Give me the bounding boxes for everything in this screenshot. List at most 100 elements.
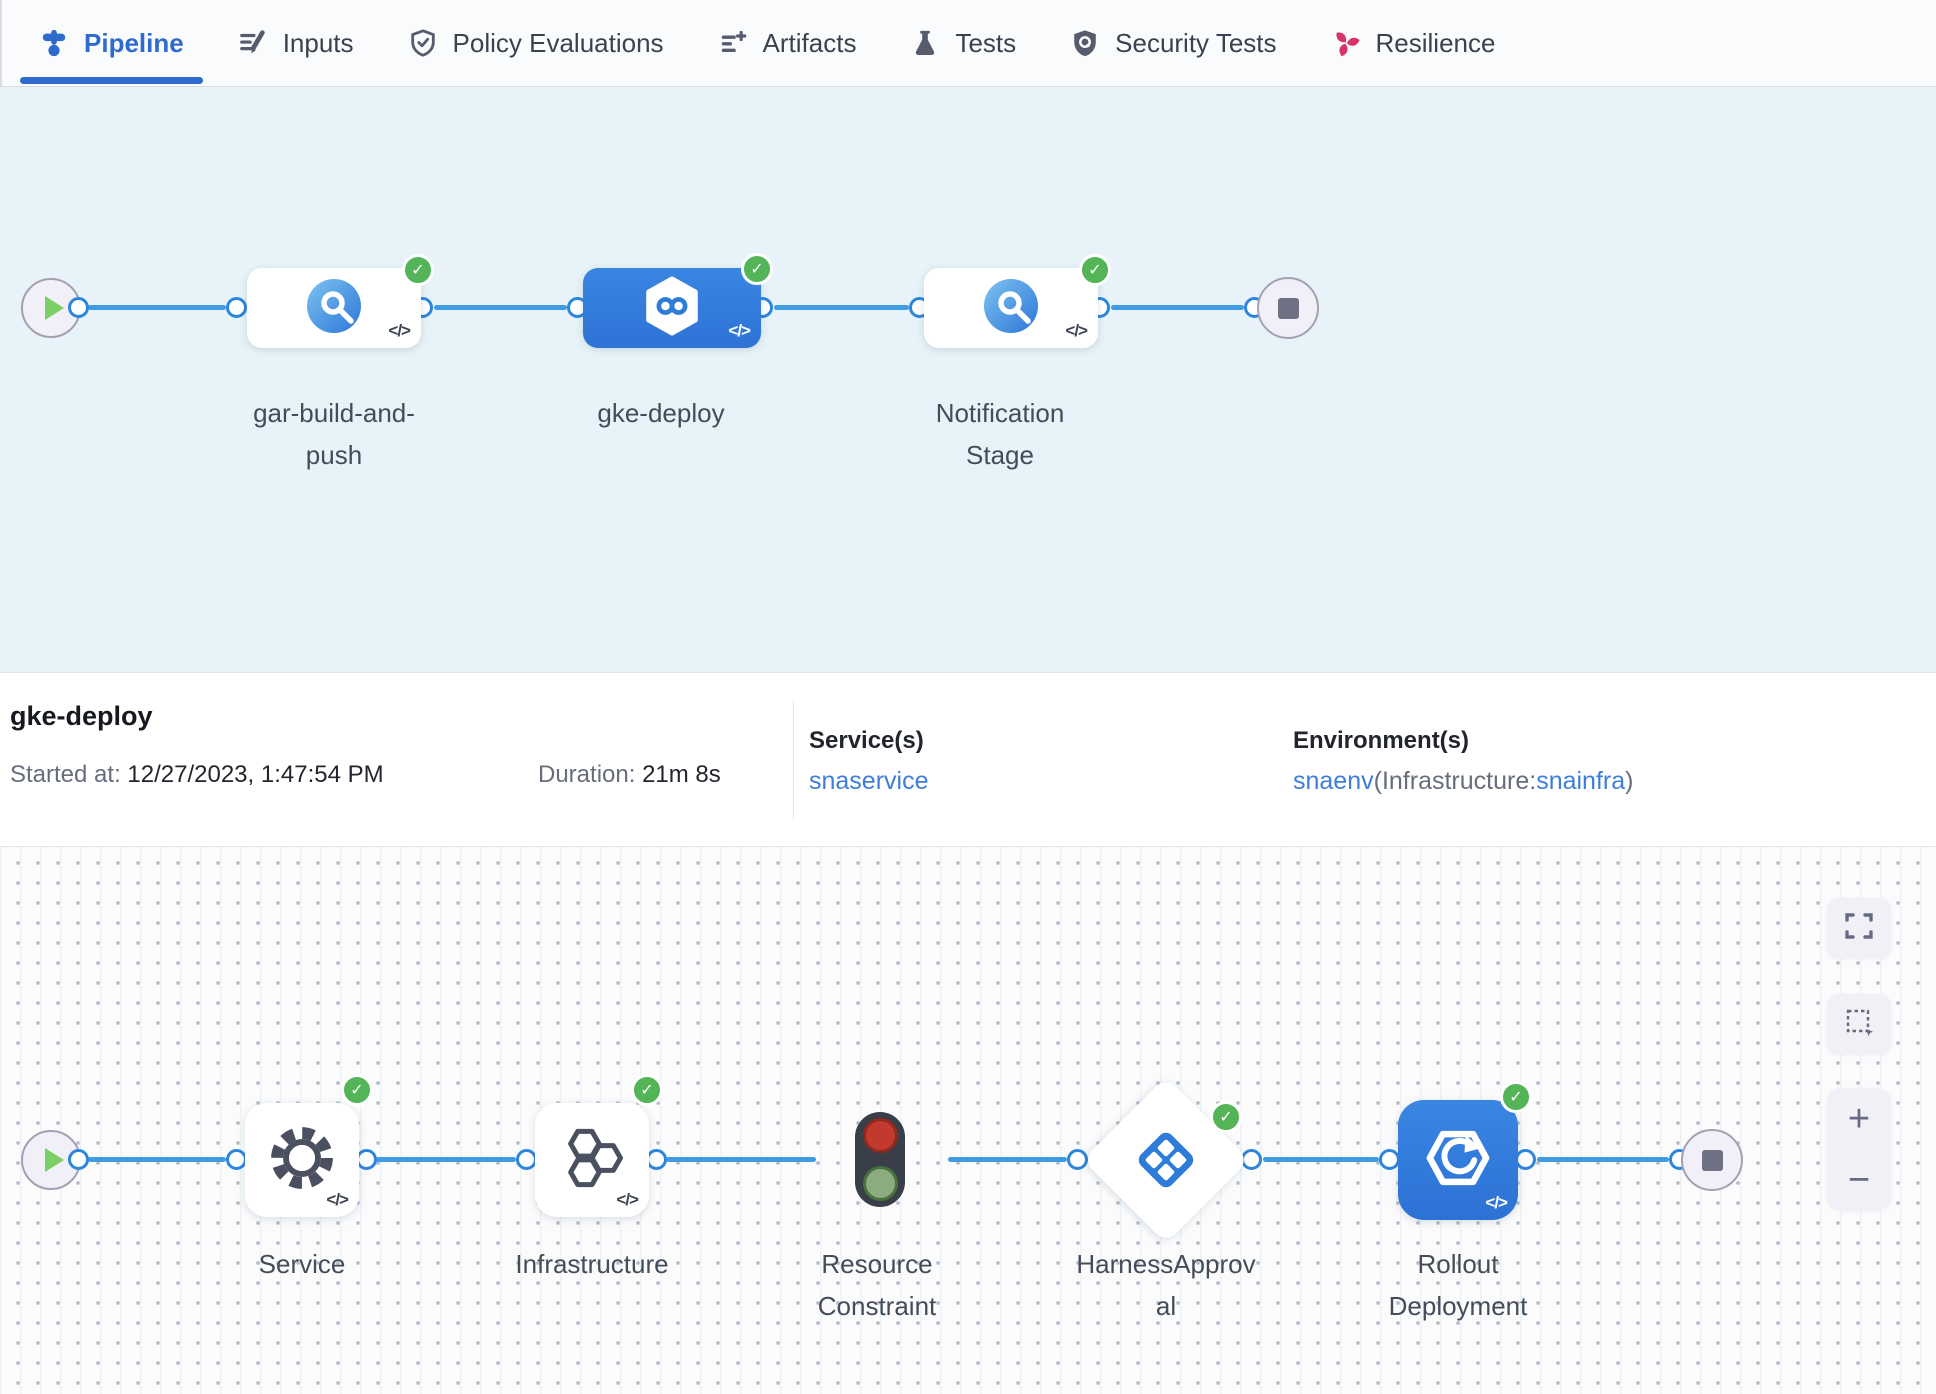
environments-label: Environment(s) bbox=[1293, 727, 1470, 754]
step-label[interactable]: Infrastructure bbox=[515, 1249, 669, 1279]
connector-port bbox=[68, 1149, 89, 1170]
stage-label[interactable]: gke-deploy bbox=[597, 398, 725, 428]
red-light-icon bbox=[862, 1118, 898, 1153]
stage-graph-canvas[interactable]: </> ✓ </> ✓ </> ✓ gar-build-and-push gke… bbox=[0, 87, 1936, 672]
step-yaml-glyph: </> bbox=[326, 1190, 349, 1209]
environments-block: Environment(s) snaenv(Infrastructure:sna… bbox=[1293, 727, 1633, 796]
step-node-infrastructure[interactable]: </> bbox=[535, 1103, 649, 1217]
connector-port bbox=[646, 1149, 667, 1170]
list-plus-icon bbox=[718, 28, 748, 58]
step-label[interactable]: Resource Constraint bbox=[817, 1249, 937, 1321]
step-graph-canvas[interactable]: </> ✓ </> ✓ ✓ </> bbox=[0, 847, 1936, 1394]
success-check-badge: ✓ bbox=[1500, 1081, 1532, 1113]
connector-port bbox=[1515, 1149, 1536, 1170]
stage-summary-bar: gke-deploy Started at: 12/27/2023, 1:47:… bbox=[0, 672, 1936, 847]
success-check-badge: ✓ bbox=[1210, 1101, 1242, 1133]
connector-port bbox=[68, 297, 89, 318]
step-label[interactable]: Rollout Deployment bbox=[1388, 1249, 1528, 1321]
services-block: Service(s) snaservice bbox=[809, 727, 929, 796]
step-node-service[interactable]: </> bbox=[245, 1103, 359, 1217]
stage-title: gke-deploy bbox=[10, 701, 153, 731]
pipeline-end-node bbox=[1257, 277, 1319, 339]
hexagons-icon bbox=[554, 1120, 630, 1201]
success-check-badge: ✓ bbox=[631, 1074, 663, 1106]
tab-label: Policy Evaluations bbox=[452, 27, 664, 58]
tab-label: Security Tests bbox=[1115, 27, 1277, 58]
zoom-controls: + − bbox=[1827, 1088, 1891, 1210]
step-node-resource-constraint[interactable] bbox=[855, 1112, 905, 1207]
security-shield-icon bbox=[1070, 28, 1100, 58]
marquee-select-icon bbox=[1843, 1006, 1875, 1043]
play-icon bbox=[44, 296, 64, 320]
success-check-badge: ✓ bbox=[402, 254, 434, 286]
infrastructure-prefix: (Infrastructure: bbox=[1373, 767, 1537, 795]
step-label[interactable]: Service bbox=[258, 1249, 346, 1279]
tab-label: Artifacts bbox=[762, 27, 857, 58]
service-link[interactable]: snaservice bbox=[809, 767, 929, 795]
tab-label: Inputs bbox=[282, 27, 354, 58]
zoom-out-button[interactable]: − bbox=[1847, 1158, 1871, 1201]
tab-inputs[interactable]: Inputs bbox=[211, 0, 381, 86]
duration: Duration: 21m 8s bbox=[538, 761, 721, 789]
stage-node-gke-deploy[interactable]: </> bbox=[583, 268, 761, 348]
tab-policy-evaluations[interactable]: Policy Evaluations bbox=[381, 0, 691, 86]
tab-label: Tests bbox=[955, 27, 1017, 58]
started-label: Started at: bbox=[10, 761, 121, 788]
connector-port bbox=[516, 1149, 537, 1170]
tab-label: Pipeline bbox=[84, 27, 184, 58]
fullscreen-icon bbox=[1843, 910, 1875, 947]
flask-icon bbox=[910, 28, 940, 58]
success-check-badge: ✓ bbox=[1079, 254, 1111, 286]
gear-icon bbox=[264, 1120, 340, 1201]
select-region-button[interactable] bbox=[1827, 994, 1891, 1054]
stage-node-gar-build-and-push[interactable]: </> bbox=[247, 268, 421, 348]
shield-check-icon bbox=[408, 28, 438, 58]
step-node-rollout-deployment[interactable]: </> bbox=[1398, 1100, 1518, 1220]
success-check-badge: ✓ bbox=[341, 1074, 373, 1106]
zoom-in-button[interactable]: + bbox=[1847, 1097, 1871, 1140]
stop-icon bbox=[1701, 1149, 1723, 1171]
connector-line bbox=[1263, 1157, 1379, 1162]
step-node-harness-approval[interactable] bbox=[1082, 1076, 1250, 1244]
tab-label: Resilience bbox=[1375, 27, 1496, 58]
step-yaml-glyph: </> bbox=[1485, 1193, 1508, 1212]
stage-yaml-glyph: </> bbox=[728, 321, 751, 340]
connector-line bbox=[666, 1157, 816, 1162]
infrastructure-link[interactable]: snainfra bbox=[1536, 767, 1626, 795]
rollout-icon bbox=[1419, 1119, 1497, 1202]
step-label[interactable]: HarnessApproval bbox=[1076, 1249, 1256, 1321]
stop-icon bbox=[1277, 297, 1299, 319]
tab-artifacts[interactable]: Artifacts bbox=[691, 0, 884, 86]
tab-pipeline[interactable]: Pipeline bbox=[12, 0, 211, 86]
fullscreen-button[interactable] bbox=[1827, 898, 1891, 958]
custom-stage-icon bbox=[982, 277, 1040, 340]
connector-line bbox=[774, 305, 909, 310]
connector-line bbox=[376, 1157, 516, 1162]
connector-port bbox=[1067, 1149, 1088, 1170]
stage-label[interactable]: gar-build-and-push bbox=[253, 398, 415, 470]
play-icon bbox=[44, 1148, 64, 1172]
connector-line bbox=[1111, 305, 1244, 310]
inputs-icon bbox=[238, 28, 268, 58]
ci-stage-icon bbox=[305, 277, 363, 340]
tab-security-tests[interactable]: Security Tests bbox=[1043, 0, 1303, 86]
duration-value: 21m 8s bbox=[642, 761, 721, 788]
divider bbox=[793, 701, 794, 819]
started-at: Started at: 12/27/2023, 1:47:54 PM bbox=[10, 761, 384, 789]
connector-line bbox=[434, 305, 567, 310]
connector-line bbox=[88, 305, 226, 310]
execution-tab-bar: Pipeline Inputs Policy Evaluations Artif… bbox=[0, 0, 1936, 87]
tab-tests[interactable]: Tests bbox=[883, 0, 1043, 86]
connector-port bbox=[226, 1149, 247, 1170]
stage-node-notification-stage[interactable]: </> bbox=[924, 268, 1098, 348]
started-value: 12/27/2023, 1:47:54 PM bbox=[127, 761, 384, 788]
infrastructure-suffix: ) bbox=[1625, 767, 1634, 795]
tab-resilience[interactable]: Resilience bbox=[1304, 0, 1523, 86]
pipeline-icon bbox=[39, 28, 69, 58]
environment-link[interactable]: snaenv bbox=[1293, 767, 1374, 795]
duration-label: Duration: bbox=[538, 761, 636, 788]
connector-port bbox=[356, 1149, 377, 1170]
stage-yaml-glyph: </> bbox=[388, 321, 411, 340]
connector-line bbox=[88, 1157, 226, 1162]
stage-label[interactable]: Notification Stage bbox=[935, 398, 1065, 470]
